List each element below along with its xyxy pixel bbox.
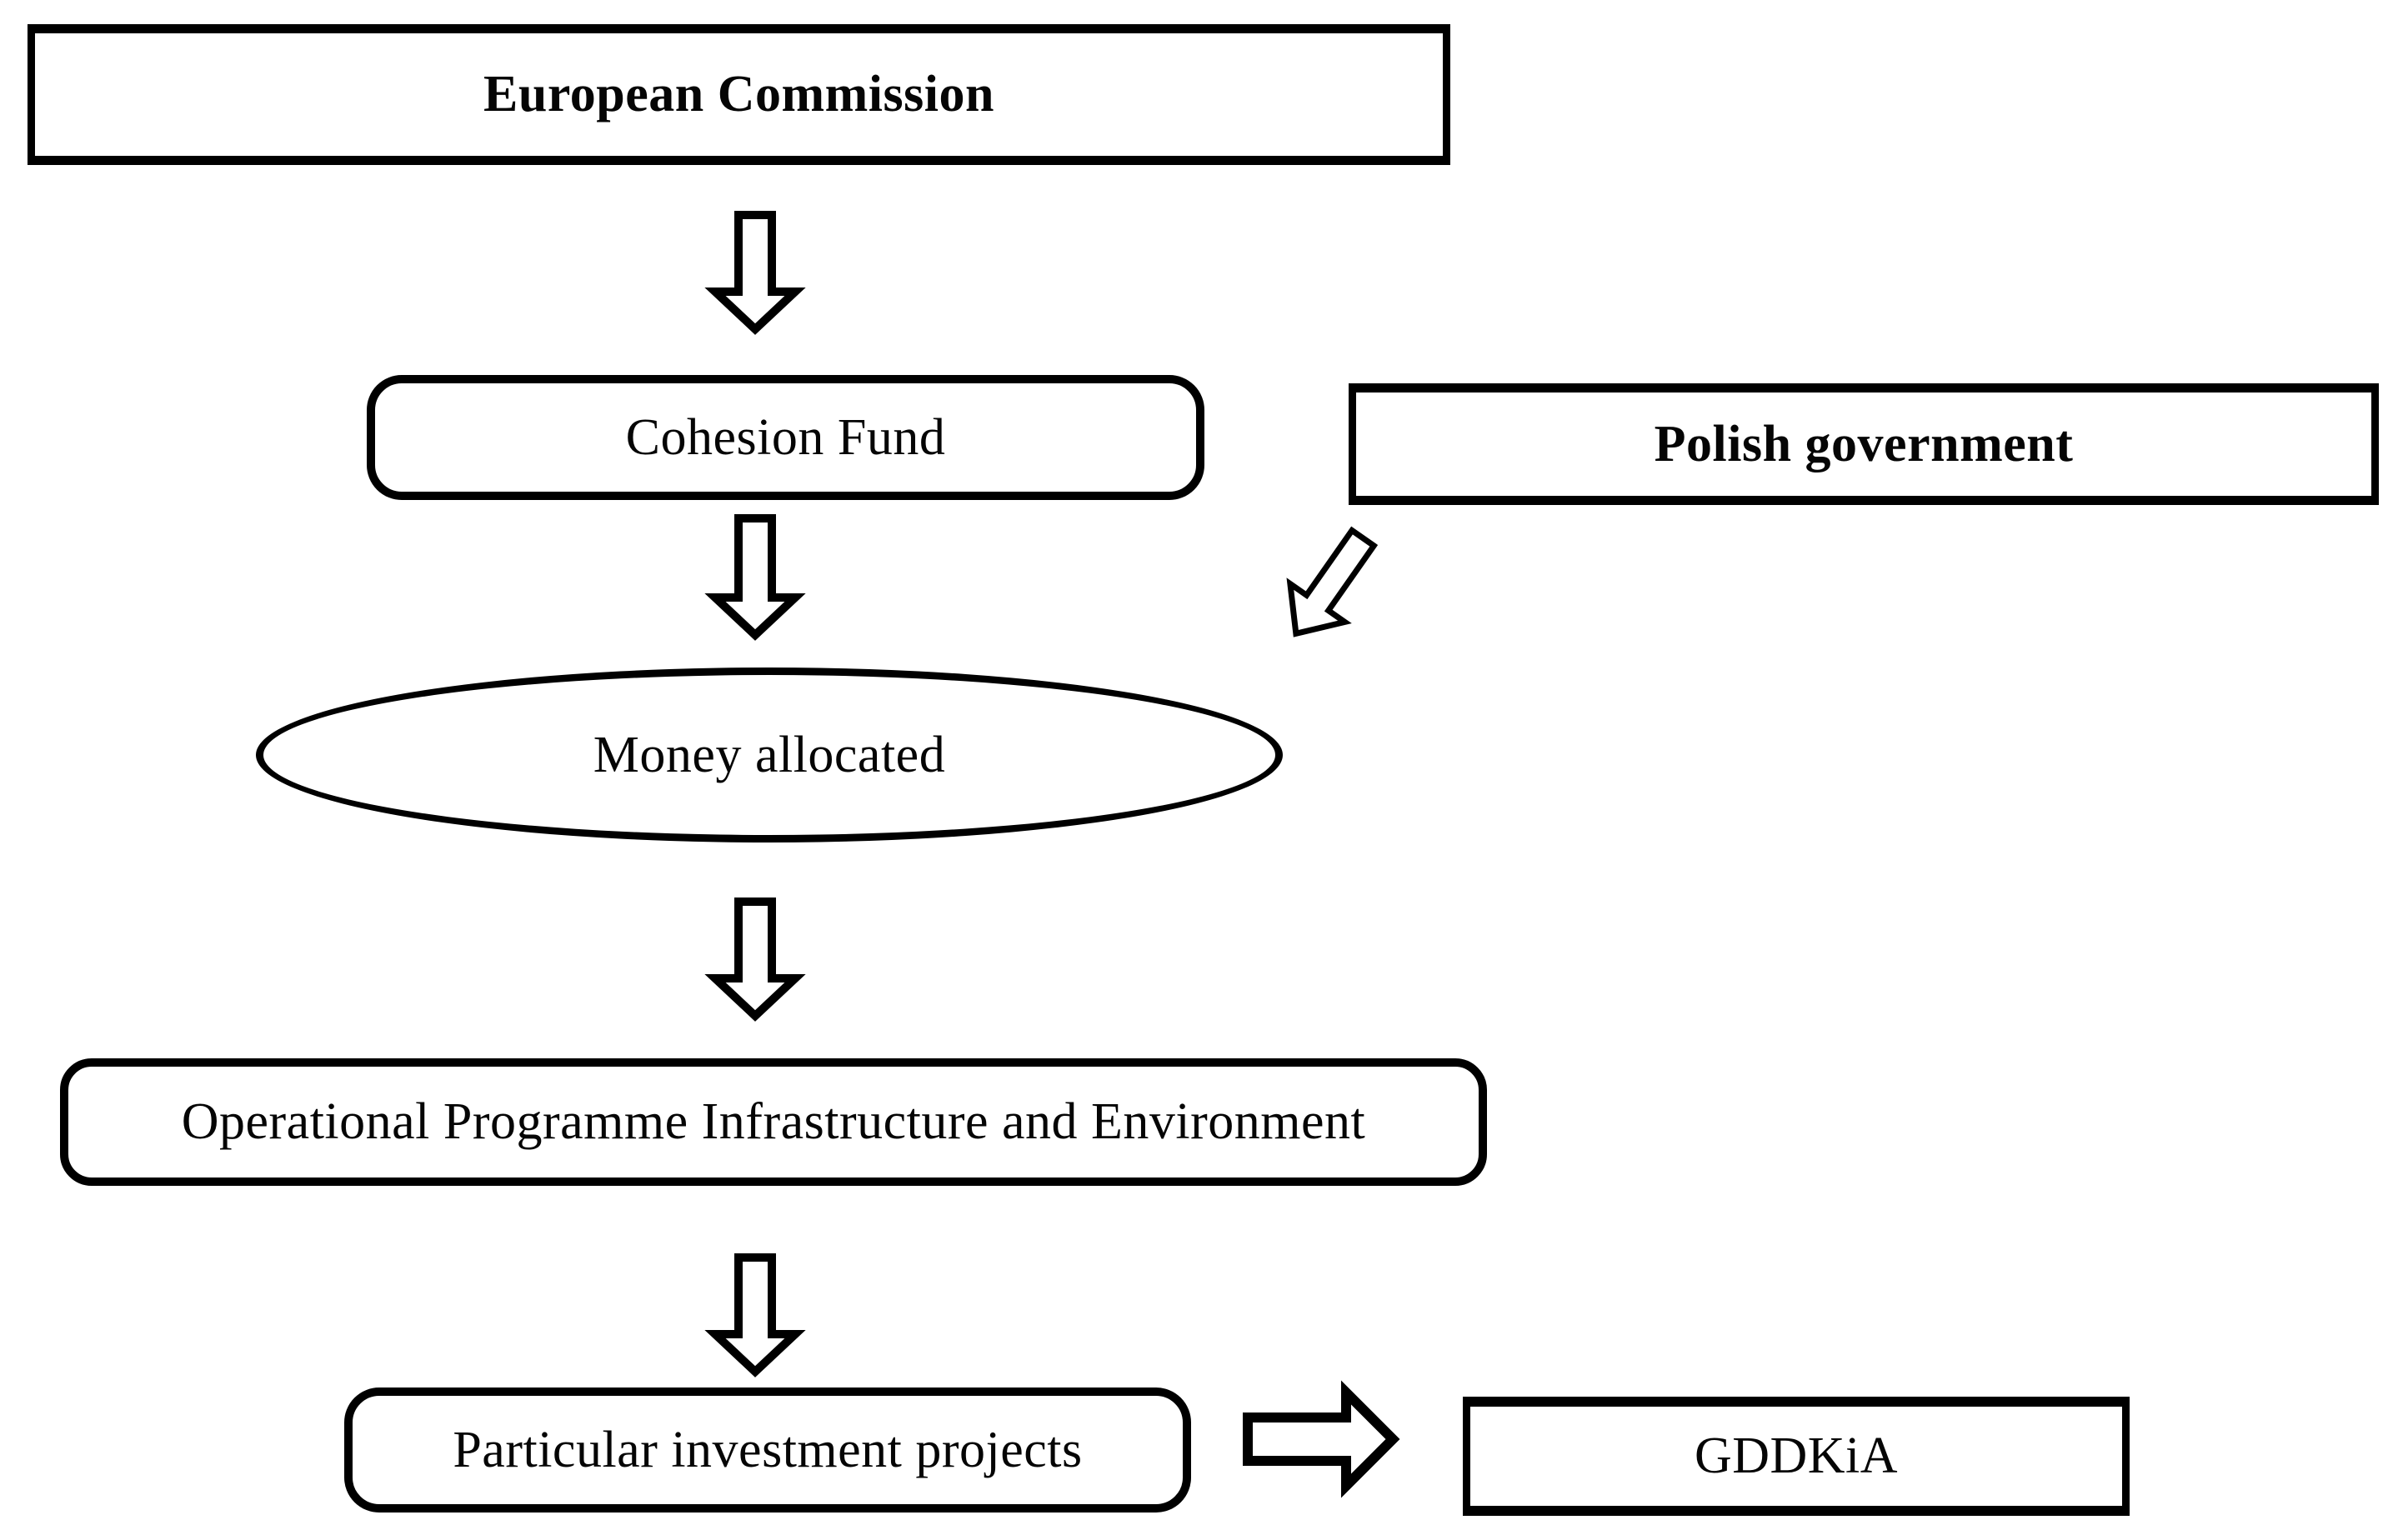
node-polish-government: Polish government [1349,383,2379,505]
arrow-polish-to-money-icon [1286,526,1379,638]
arrow-ec-to-cohesion-icon [704,211,806,335]
node-cohesion-fund: Cohesion Fund [367,375,1204,500]
node-gddkia-label: GDDKiA [1694,1428,1899,1485]
node-european-commission: European Commission [28,24,1450,165]
node-european-commission-label: European Commission [483,66,994,123]
node-money-allocated-label: Money allocated [593,726,946,783]
arrow-money-to-programme-icon [704,898,806,1022]
arrow-programme-to-projects-icon [704,1253,806,1378]
node-money-allocated: Money allocated [256,668,1283,842]
node-gddkia: GDDKiA [1463,1397,2130,1516]
node-cohesion-fund-label: Cohesion Fund [625,408,946,466]
node-particular-investment-projects: Particular investment projects [344,1388,1191,1512]
node-polish-government-label: Polish government [1654,415,2074,472]
node-operational-programme: Operational Programme Infrastructure and… [60,1058,1487,1186]
node-particular-investment-projects-label: Particular investment projects [453,1421,1083,1478]
node-operational-programme-label: Operational Programme Infrastructure and… [181,1093,1366,1151]
arrow-projects-to-gddkia-icon [1243,1380,1400,1498]
arrow-cohesion-to-money-icon [704,514,806,641]
